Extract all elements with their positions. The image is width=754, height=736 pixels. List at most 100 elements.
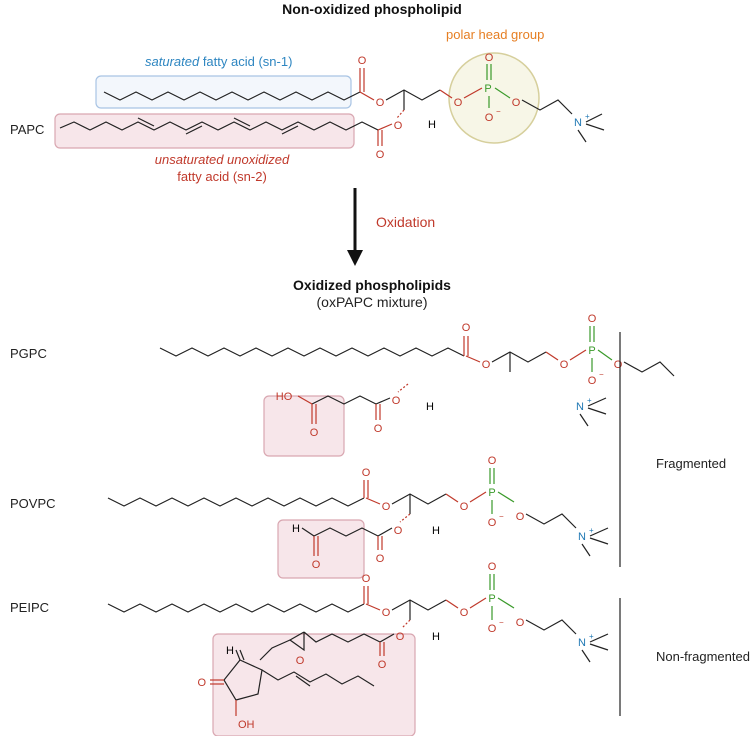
peipc-phosphorus: P (488, 593, 495, 605)
povpc-sn1-chain (107, 497, 365, 507)
povpc-carbonyl-oxygen: O (362, 467, 371, 479)
pgpc-choline-chain (623, 361, 675, 377)
peipc-choline-chain (525, 619, 577, 635)
povpc-methyl-3 (581, 543, 591, 557)
povpc-methyl-1 (589, 527, 609, 537)
molecule-label-peipc: PEIPC (10, 600, 49, 615)
nitrogen-atom: N (574, 117, 582, 129)
bottom-subtitle: (oxPAPC mixture) (317, 294, 428, 310)
top-title: Non-oxidized phospholipid (282, 1, 462, 17)
pgpc-nitrogen-charge: + (587, 396, 592, 405)
povpc-p-oxygen-top: O (488, 455, 497, 467)
unsaturated-label-line1: unsaturated unoxidized (155, 152, 290, 167)
peipc-head-oxygen: O (460, 607, 469, 619)
nitrogen-charge: + (585, 112, 590, 121)
peipc-tail-db (295, 675, 311, 687)
peipc-oxidized-box (212, 633, 416, 736)
peipc-p-oxygen-top: O (488, 561, 497, 573)
saturated-label-italic: saturated (145, 54, 200, 69)
peipc-epoxide (288, 631, 305, 652)
bottom-title: Oxidized phospholipids (293, 277, 451, 293)
pgpc-oxidized-box (263, 395, 345, 457)
povpc-nitrogen-charge: + (589, 526, 594, 535)
molecule-label-papc: PAPC (10, 122, 44, 137)
pgpc-ester-carbonyl-oxygen: O (374, 423, 383, 435)
pgpc-sn2-ester (397, 383, 409, 393)
molecule-label-povpc: POVPC (10, 496, 56, 511)
pgpc-head-bond (545, 351, 559, 361)
peipc-p-ester (497, 597, 515, 609)
oxidation-label: Oxidation (376, 214, 435, 230)
povpc-sn2-ester (399, 513, 411, 523)
phosphorus-atom: P (484, 83, 491, 95)
peipc-sn2-ester (401, 619, 411, 629)
polar-head-label: polar head group (446, 27, 544, 42)
saturated-label-rest: fatty acid (sn-1) (199, 54, 292, 69)
n-methyl-1 (585, 113, 603, 123)
povpc-p-ester (497, 491, 515, 503)
peipc-nitrogen-charge: + (589, 632, 594, 641)
peipc-exocyclic-db-2 (239, 649, 245, 661)
povpc-p-bond (469, 491, 487, 503)
pgpc-p-bond (569, 349, 587, 361)
pgpc-acid-hydroxyl: HO (276, 391, 293, 403)
peipc-choline-oxygen: O (516, 617, 525, 629)
unsaturated-chain-box (54, 113, 355, 149)
double-bond-3 (185, 125, 203, 135)
povpc-ester-carbonyl-oxygen: O (376, 553, 385, 565)
peipc-cyclopentenone (223, 659, 263, 701)
choline-oxygen: O (512, 97, 521, 109)
peipc-hydroxyl: OH (238, 719, 255, 731)
saturated-label: saturated fatty acid (sn-1) (145, 54, 292, 69)
head-p-bond-1 (463, 87, 483, 99)
pgpc-carbonyl-oxygen: O (462, 322, 471, 334)
sn2-ester-bond-2 (377, 123, 393, 131)
povpc-valeryl (313, 527, 393, 537)
unsaturated-label-line2: fatty acid (sn-2) (177, 169, 267, 184)
peipc-methyl-1 (589, 633, 609, 643)
peipc-vinyl-h: H (226, 645, 234, 657)
povpc-methyl-2 (589, 537, 609, 545)
peipc-p-bond (469, 597, 487, 609)
pgpc-nitrogen: N (576, 401, 584, 413)
peipc-stereo-h: H (432, 631, 440, 643)
n-methyl-3 (577, 129, 587, 143)
double-bond-2 (233, 117, 251, 127)
polar-head-circle (448, 52, 540, 144)
pgpc-acid-oxygen: O (310, 427, 319, 439)
povpc-head-bond (445, 493, 459, 503)
pgpc-sn1-chain (159, 347, 465, 357)
pgpc-glycerol (491, 351, 547, 363)
povpc-p-oxygen-anion: O (488, 517, 497, 529)
pgpc-p-oxygen-anion: O (588, 375, 597, 387)
peipc-glycerol (391, 599, 447, 611)
pgpc-ester-bond (465, 355, 481, 363)
sn1-carbonyl-oxygen: O (358, 55, 367, 67)
sn1-ester-oxygen: O (376, 97, 385, 109)
pgpc-glutaryl (311, 395, 391, 405)
choline-chain (521, 99, 573, 115)
pgpc-acid-oh-bond (297, 395, 313, 405)
povpc-sn2-oxygen: O (394, 525, 403, 537)
pgpc-head-oxygen: O (560, 359, 569, 371)
peipc-methyl-2 (589, 643, 609, 651)
povpc-oxidized-box (277, 519, 365, 579)
peipc-ketone-oxygen: O (197, 677, 206, 689)
fragmented-label: Fragmented (656, 456, 726, 471)
sn2-carbonyl-oxygen: O (376, 149, 385, 161)
p-ester-bond (494, 87, 511, 99)
stereo-hydrogen: H (428, 119, 436, 131)
peipc-ester-oxygen: O (382, 607, 391, 619)
saturated-chain-box (95, 75, 352, 109)
povpc-aldehyde-h-bond (301, 527, 315, 537)
sn2-unsaturated-chain (59, 121, 379, 131)
povpc-ester-oxygen: O (382, 501, 391, 513)
povpc-stereo-h: H (432, 525, 440, 537)
pgpc-methyl-1 (587, 397, 607, 407)
povpc-ester-bond (365, 497, 381, 505)
head-ester-bond (439, 89, 453, 99)
double-bond-1 (281, 125, 299, 135)
povpc-head-oxygen: O (460, 501, 469, 513)
